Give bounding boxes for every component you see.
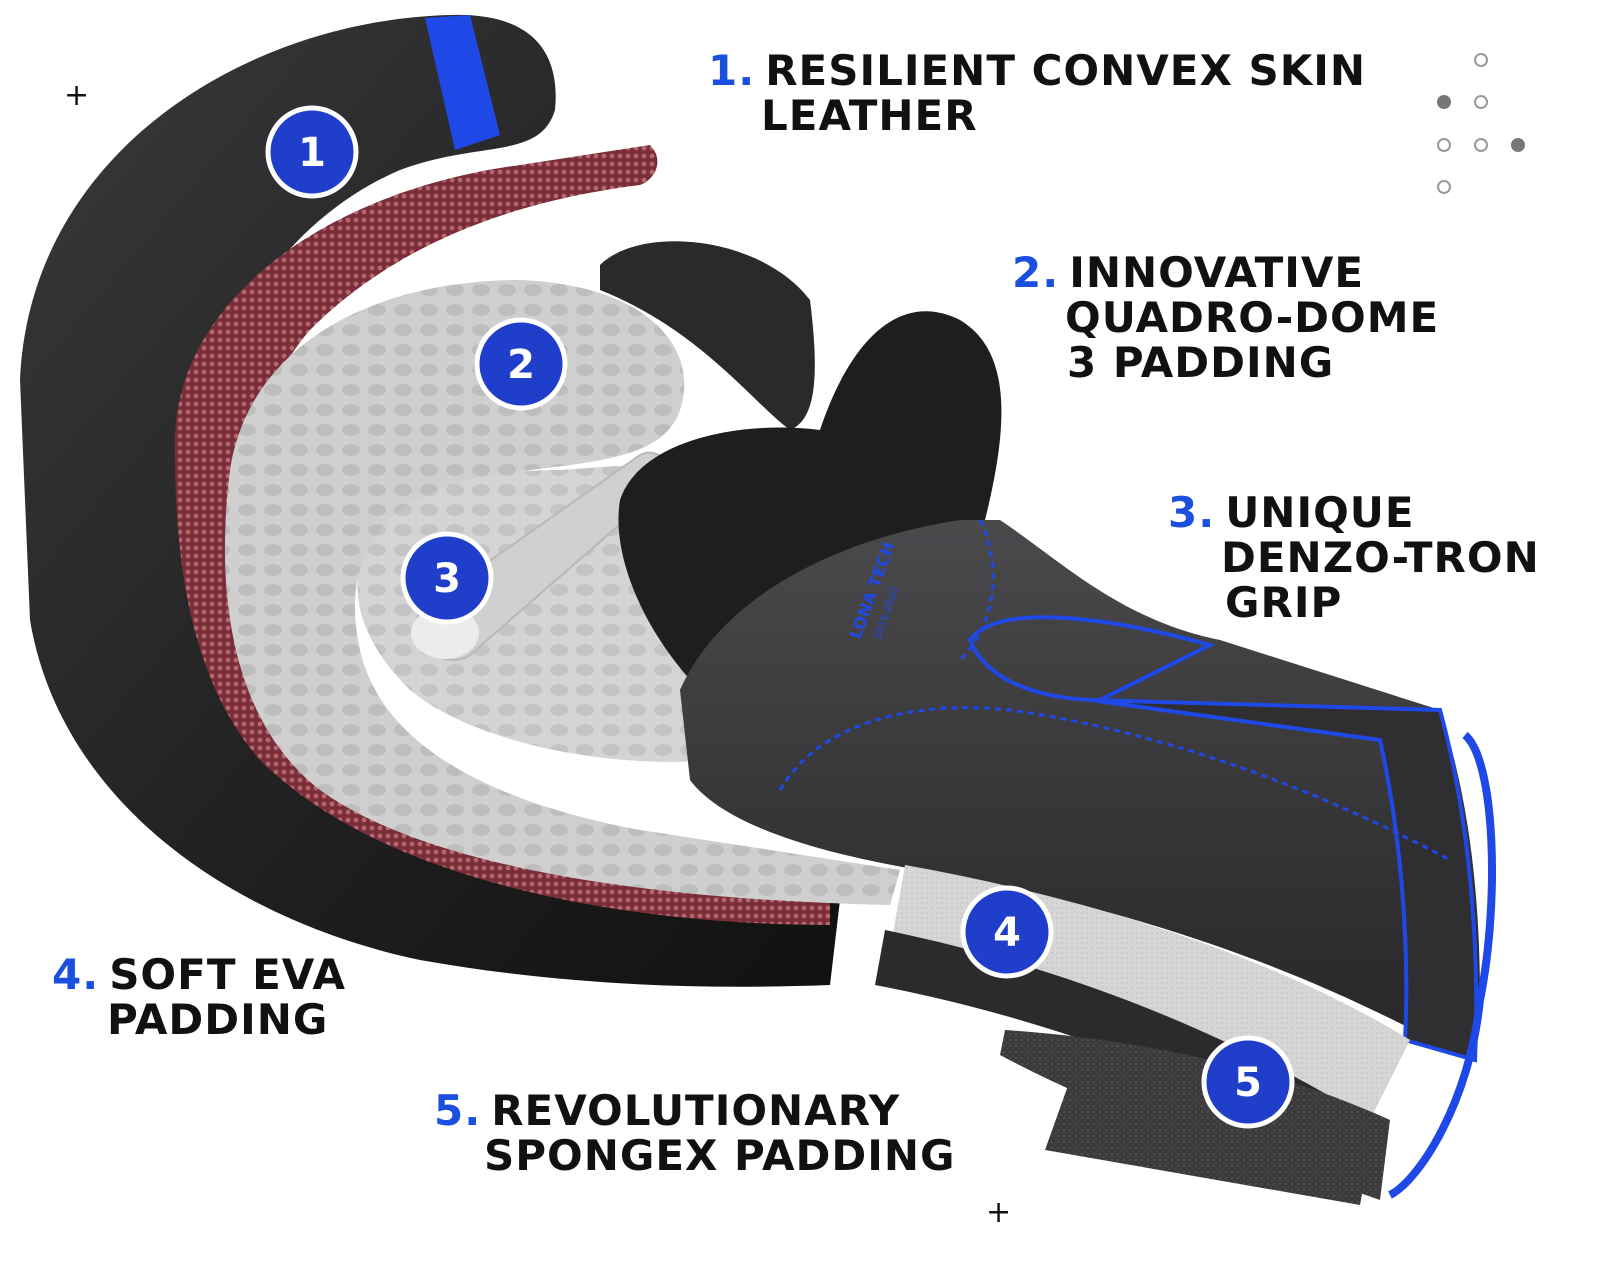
svg-text:2: 2	[507, 342, 535, 388]
svg-text:4: 4	[993, 910, 1021, 956]
feature-3-line-1: UNIQUE	[1225, 488, 1415, 537]
glove-upper-mesh	[618, 311, 1002, 690]
feature-2-line-3: 3 PADDING	[1067, 338, 1335, 387]
badge-2: 2	[474, 317, 568, 411]
badge-5: 5	[1201, 1035, 1295, 1129]
badge-1: 1	[265, 105, 359, 199]
feature-3-label: 3.UNIQUE DENZO-TRON GRIP	[1168, 490, 1540, 625]
badge-3: 3	[400, 531, 494, 625]
feature-1-number: 1.	[708, 46, 756, 95]
stitching-loop	[967, 615, 1216, 703]
feature-5-line-1: REVOLUTIONARY	[491, 1086, 901, 1135]
feature-3-number: 3.	[1168, 488, 1216, 537]
svg-text:5: 5	[1234, 1060, 1262, 1106]
svg-text:1: 1	[298, 130, 326, 176]
stitching	[778, 706, 1451, 862]
feature-1-label: 1.RESILIENT CONVEX SKIN LEATHER	[708, 48, 1366, 138]
decor-dots	[1437, 53, 1525, 194]
feature-3-line-3: GRIP	[1225, 578, 1343, 627]
feature-4-number: 4.	[52, 950, 100, 999]
glove-cuff	[1089, 698, 1479, 1063]
feature-2-number: 2.	[1012, 248, 1060, 297]
decor-plus-top: +	[64, 78, 90, 113]
feature-5-number: 5.	[434, 1086, 482, 1135]
feature-2-label: 2.INNOVATIVE QUADRO-DOME 3 PADDING	[1012, 250, 1439, 385]
feature-5-line-2: SPONGEX PADDING	[484, 1131, 956, 1180]
feature-3-line-2: DENZO-TRON	[1221, 533, 1540, 582]
shell-blue-stripe	[425, 15, 500, 150]
feature-4-line-1: SOFT EVA	[109, 950, 346, 999]
feature-1-line-2: LEATHER	[761, 91, 978, 140]
cuff-blue-edge	[1388, 731, 1496, 1199]
spongex-base	[1045, 1080, 1370, 1205]
svg-text:3: 3	[433, 556, 461, 602]
glove-body	[680, 520, 1480, 1060]
feature-4-line-2: PADDING	[107, 995, 329, 1044]
stitching-vertical	[958, 519, 995, 662]
feature-1-line-1: RESILIENT CONVEX SKIN	[765, 46, 1367, 95]
feature-2-line-2: QUADRO-DOME	[1065, 293, 1440, 342]
glove-thumb	[600, 241, 815, 430]
decor-plus-bottom: +	[986, 1195, 1012, 1230]
feature-4-label: 4.SOFT EVA PADDING	[52, 952, 346, 1042]
foam-quadro-dome	[224, 280, 900, 905]
feature-2-line-1: INNOVATIVE	[1069, 248, 1365, 297]
feature-5-label: 5.REVOLUTIONARY SPONGEX PADDING	[434, 1088, 955, 1178]
outer-shell	[20, 14, 840, 987]
badge-4: 4	[960, 885, 1054, 979]
